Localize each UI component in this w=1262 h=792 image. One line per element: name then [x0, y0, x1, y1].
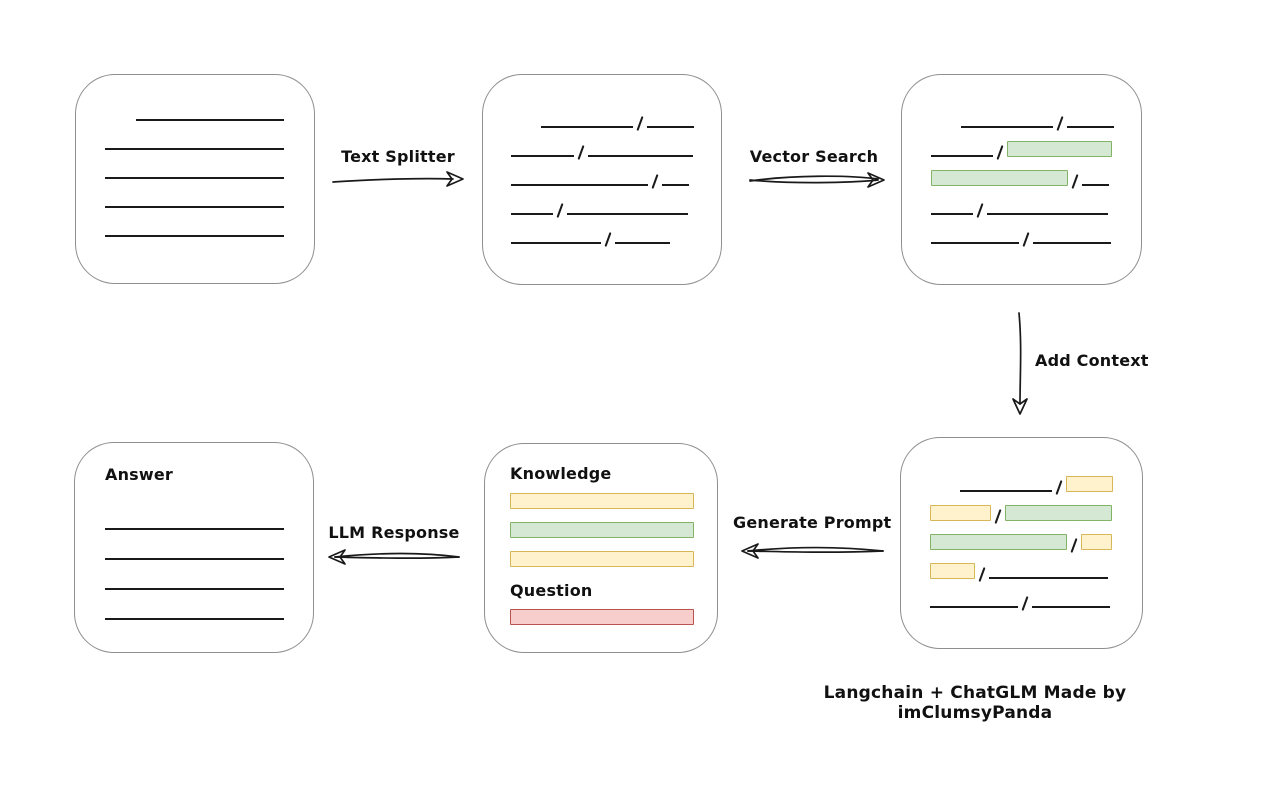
yellow-bar — [510, 493, 694, 509]
chunk-row — [136, 92, 314, 121]
text-line — [662, 184, 689, 186]
text-line — [931, 242, 1019, 244]
text-line — [136, 119, 284, 121]
chunk-row — [105, 208, 314, 237]
chunk-row — [105, 179, 314, 208]
chunk-row — [511, 128, 721, 160]
text-line — [1067, 126, 1114, 128]
document-box — [75, 74, 315, 284]
text-line — [961, 126, 1053, 128]
chunk-row — [105, 121, 314, 150]
split-document-box — [482, 74, 722, 285]
question-heading: Question — [510, 581, 593, 600]
yellow-chunk — [930, 505, 991, 521]
chunk-row — [511, 186, 721, 218]
green-chunk — [1007, 141, 1112, 157]
text-line — [105, 148, 284, 150]
chunk-row — [961, 99, 1141, 131]
text-splitter-arrow — [332, 171, 464, 187]
text-line — [105, 588, 284, 590]
text-line — [105, 528, 284, 530]
chunk-row — [930, 579, 1142, 611]
vector-search-label: Vector Search — [749, 147, 879, 166]
text-line — [511, 155, 574, 157]
text-line — [931, 155, 993, 157]
chunk-row — [960, 463, 1142, 495]
chunk-row — [511, 215, 721, 247]
context-result-box — [900, 437, 1143, 649]
diagram-caption: Langchain + ChatGLM Made by imClumsyPand… — [823, 683, 1127, 723]
vector-search-result-box — [901, 74, 1142, 285]
red-bar — [510, 609, 694, 625]
llm-response-arrow — [328, 549, 460, 565]
text-line — [105, 235, 284, 237]
text-line — [105, 558, 284, 560]
add-context-arrow — [1012, 312, 1028, 415]
chunk-row — [511, 157, 721, 189]
generate-prompt-arrow — [741, 543, 884, 559]
add-context-label: Add Context — [1035, 351, 1149, 370]
text-line — [567, 213, 688, 215]
yellow-chunk — [1081, 534, 1112, 550]
vector-search-arrow — [749, 172, 885, 188]
slash-mark — [1021, 596, 1029, 611]
chunk-row — [541, 99, 721, 131]
text-line — [541, 126, 633, 128]
text-line — [989, 577, 1108, 579]
green-chunk — [1005, 505, 1112, 521]
chunk-row — [930, 521, 1142, 553]
yellow-bar — [510, 551, 694, 567]
chunk-row — [931, 215, 1141, 247]
text-line — [1032, 606, 1110, 608]
llm-response-label: LLM Response — [328, 523, 460, 542]
question-bars — [510, 609, 717, 625]
chunk-row — [105, 590, 313, 620]
generate-prompt-label: Generate Prompt — [733, 513, 892, 532]
text-line — [511, 184, 648, 186]
chunk-row — [931, 186, 1141, 218]
slash-mark — [1022, 232, 1030, 247]
text-line — [1082, 184, 1109, 186]
text-line — [931, 213, 973, 215]
text-line — [960, 490, 1052, 492]
text-line — [987, 213, 1108, 215]
text-line — [105, 206, 284, 208]
text-line — [588, 155, 693, 157]
text-line — [105, 618, 284, 620]
yellow-chunk — [1066, 476, 1113, 492]
chunk-row — [105, 500, 313, 530]
chunk-row — [105, 560, 313, 590]
text-line — [105, 177, 284, 179]
chunk-row — [930, 492, 1142, 524]
green-chunk — [930, 534, 1067, 550]
green-chunk — [931, 170, 1068, 186]
chunk-row — [105, 150, 314, 179]
text-line — [1033, 242, 1111, 244]
text-splitter-label: Text Splitter — [341, 147, 455, 166]
knowledge-bars — [510, 493, 717, 567]
text-line — [615, 242, 670, 244]
yellow-chunk — [930, 563, 975, 579]
prompt-box: Knowledge Question — [484, 443, 718, 653]
answer-box: Answer — [74, 442, 314, 653]
knowledge-heading: Knowledge — [510, 464, 612, 483]
answer-lines — [105, 500, 313, 620]
text-line — [511, 242, 601, 244]
answer-heading: Answer — [105, 465, 174, 484]
chunk-row — [930, 550, 1142, 582]
text-line — [647, 126, 694, 128]
chunk-row — [105, 530, 313, 560]
chunk-row — [931, 157, 1141, 189]
chunk-row — [931, 128, 1141, 160]
text-line — [930, 606, 1018, 608]
slash-mark — [604, 232, 612, 247]
text-line — [511, 213, 553, 215]
green-bar — [510, 522, 694, 538]
